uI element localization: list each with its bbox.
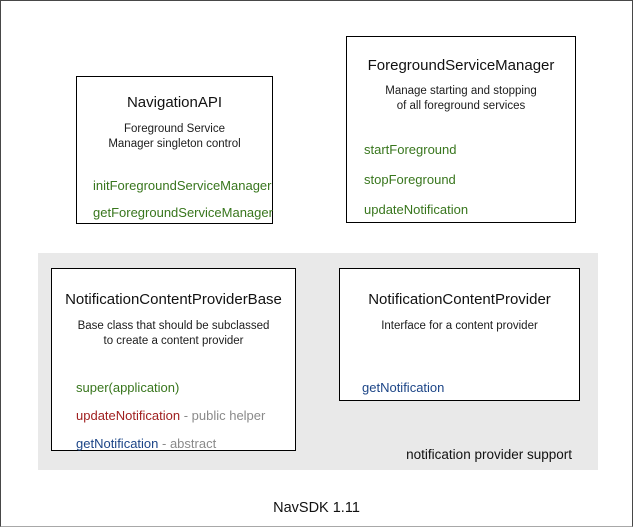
class-description: Foreground Service Manager singleton con… xyxy=(77,122,272,152)
method-initForegroundServiceManager: initForegroundServiceManager xyxy=(93,178,272,194)
method-name: updateNotification xyxy=(76,408,181,423)
method-name: startForeground xyxy=(364,142,457,157)
method-name: stopForeground xyxy=(364,172,456,187)
method-name: initForegroundServiceManager xyxy=(93,178,272,193)
method-list: initForegroundServiceManager getForegrou… xyxy=(77,178,273,221)
method-list: getNotification xyxy=(340,380,579,396)
method-getForegroundServiceManager: getForegroundServiceManager xyxy=(93,205,273,221)
method-name: getNotification xyxy=(76,436,159,451)
class-box-notification-content-provider: NotificationContentProvider Interface fo… xyxy=(339,268,580,401)
method-list: super(application) updateNotification - … xyxy=(52,380,295,452)
method-list: startForeground stopForeground updateNot… xyxy=(347,142,575,218)
method-updateNotification: updateNotification xyxy=(364,202,575,218)
class-title: NotificationContentProvider xyxy=(368,291,551,308)
method-name: updateNotification xyxy=(364,202,469,217)
method-name: getNotification xyxy=(362,380,445,395)
class-description-line: Interface for a content provider xyxy=(381,320,538,332)
method-name: getForegroundServiceManager xyxy=(93,205,273,220)
method-getNotification: getNotification xyxy=(362,380,579,396)
class-title: NavigationAPI xyxy=(126,94,223,111)
class-description: Base class that should be subclassed to … xyxy=(52,319,295,349)
class-description-line: of all foreground services xyxy=(396,100,526,112)
method-annotation: - public helper xyxy=(180,408,266,423)
class-description: Manage starting and stopping of all fore… xyxy=(347,84,575,114)
class-title: NotificationContentProviderBase xyxy=(65,291,282,308)
method-name: super(application) xyxy=(76,380,180,395)
class-box-foreground-service-manager: ForegroundServiceManager Manage starting… xyxy=(346,36,576,223)
diagram-footer-label: NavSDK 1.11 xyxy=(273,500,360,516)
method-annotation: - abstract xyxy=(158,436,217,451)
method-stopForeground: stopForeground xyxy=(364,172,575,188)
method-startForeground: startForeground xyxy=(364,142,575,158)
class-description-line: Manager singleton control xyxy=(108,138,241,150)
class-description: Interface for a content provider xyxy=(340,319,579,334)
class-description-line: Foreground Service xyxy=(124,123,225,135)
class-title: ForegroundServiceManager xyxy=(367,57,555,74)
class-description-line: to create a content provider xyxy=(103,335,244,347)
method-getNotification: getNotification - abstract xyxy=(76,436,295,452)
class-description-line: Manage starting and stopping xyxy=(385,85,537,97)
method-super-application: super(application) xyxy=(76,380,295,396)
group-caption: notification provider support xyxy=(406,447,572,462)
class-description-line: Base class that should be subclassed xyxy=(77,320,270,332)
class-box-navigation-api: NavigationAPI Foreground Service Manager… xyxy=(76,76,273,224)
method-updateNotification: updateNotification - public helper xyxy=(76,408,295,424)
class-box-notification-content-provider-base: NotificationContentProviderBase Base cla… xyxy=(51,268,296,451)
